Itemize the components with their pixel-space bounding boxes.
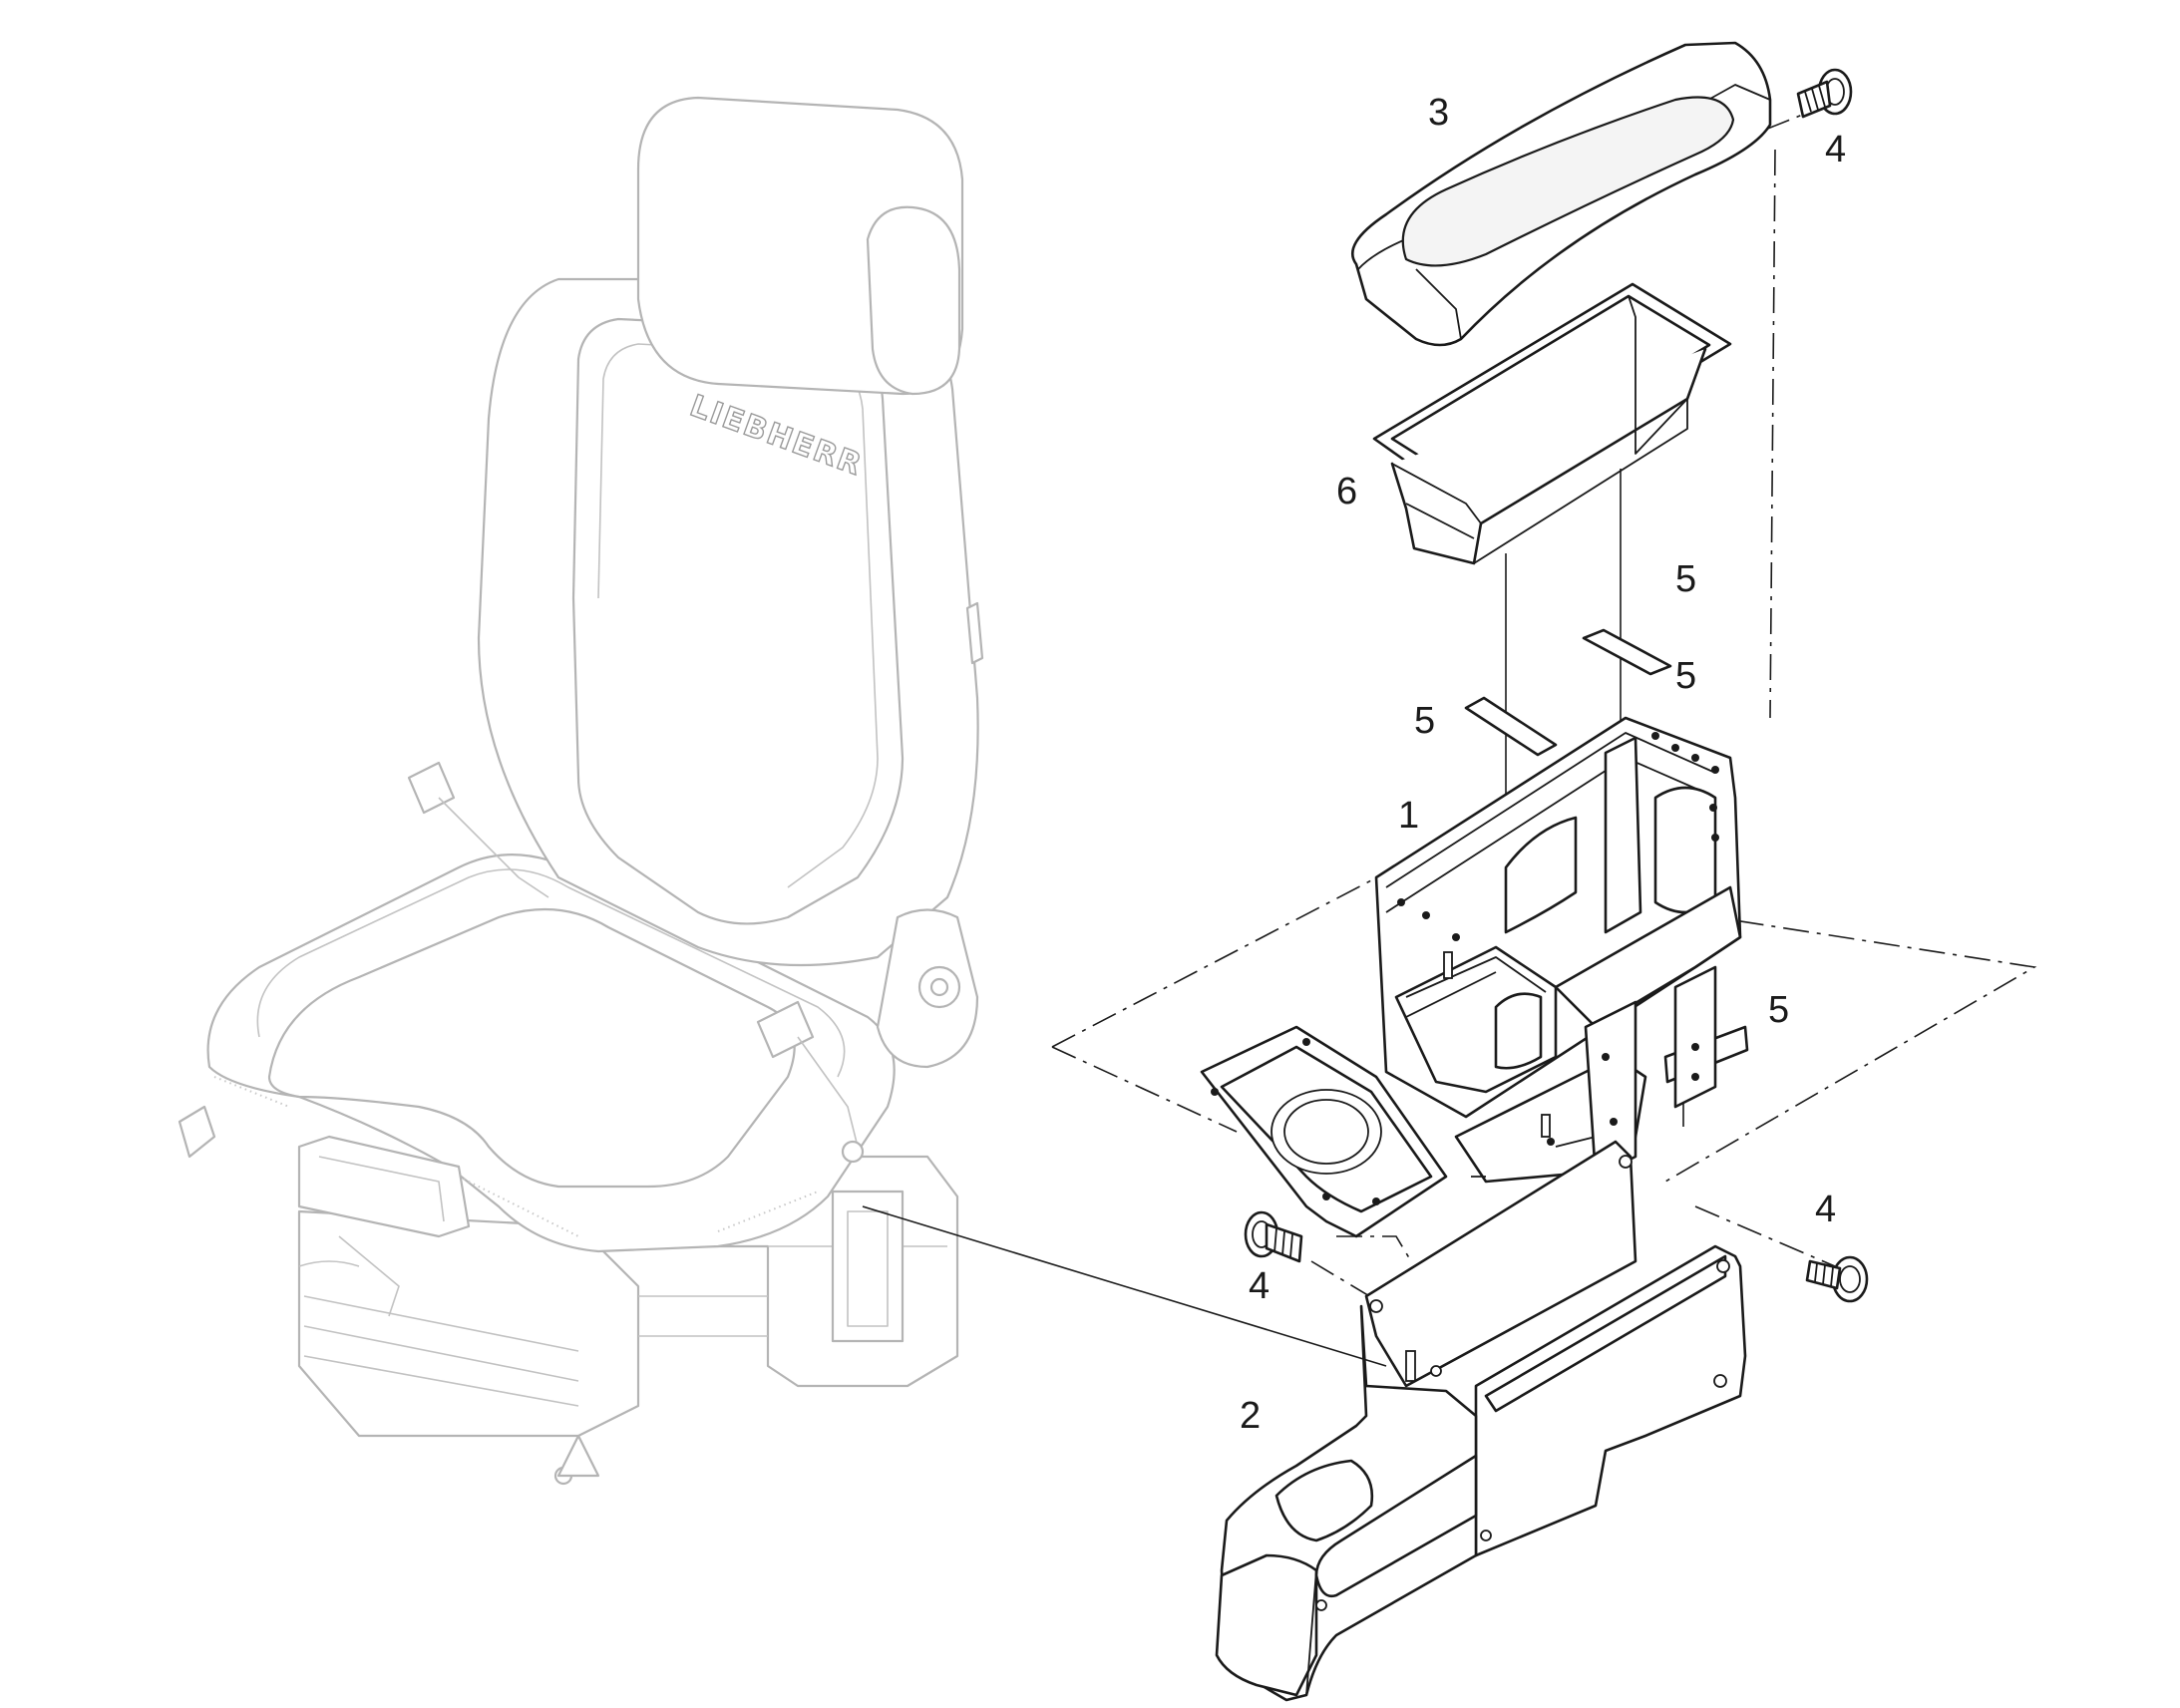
operator-seat-illustration: LIEBHERR <box>178 96 984 1486</box>
part-4-screw-left <box>1244 1210 1303 1263</box>
callout-6: 6 <box>1336 471 1357 512</box>
part-4-screw-top <box>1796 68 1853 119</box>
part-1-console-frame <box>1200 716 1742 1238</box>
part-2-lower-cover <box>1215 1140 1747 1702</box>
callout-1: 1 <box>1398 795 1419 837</box>
callout-5-top: 5 <box>1675 558 1696 600</box>
callout-4-left: 4 <box>1249 1265 1270 1307</box>
part-6-storage-tray <box>1372 282 1732 565</box>
pad-middle <box>1464 696 1558 757</box>
pad-upper <box>1582 628 1672 676</box>
callout-5-lower: 5 <box>1768 989 1789 1031</box>
callout-labels: 1 2 3 4 4 4 5 5 5 5 6 <box>1240 92 1846 1437</box>
callout-3: 3 <box>1428 92 1449 134</box>
callout-2: 2 <box>1240 1395 1261 1437</box>
callout-5-upper: 5 <box>1675 655 1696 697</box>
part-3-armrest-cushion <box>1350 41 1772 347</box>
callout-4-top: 4 <box>1825 129 1846 171</box>
callout-5-middle: 5 <box>1414 700 1435 742</box>
callout-4-right: 4 <box>1815 1189 1836 1230</box>
part-4-screw-right <box>1805 1255 1869 1303</box>
